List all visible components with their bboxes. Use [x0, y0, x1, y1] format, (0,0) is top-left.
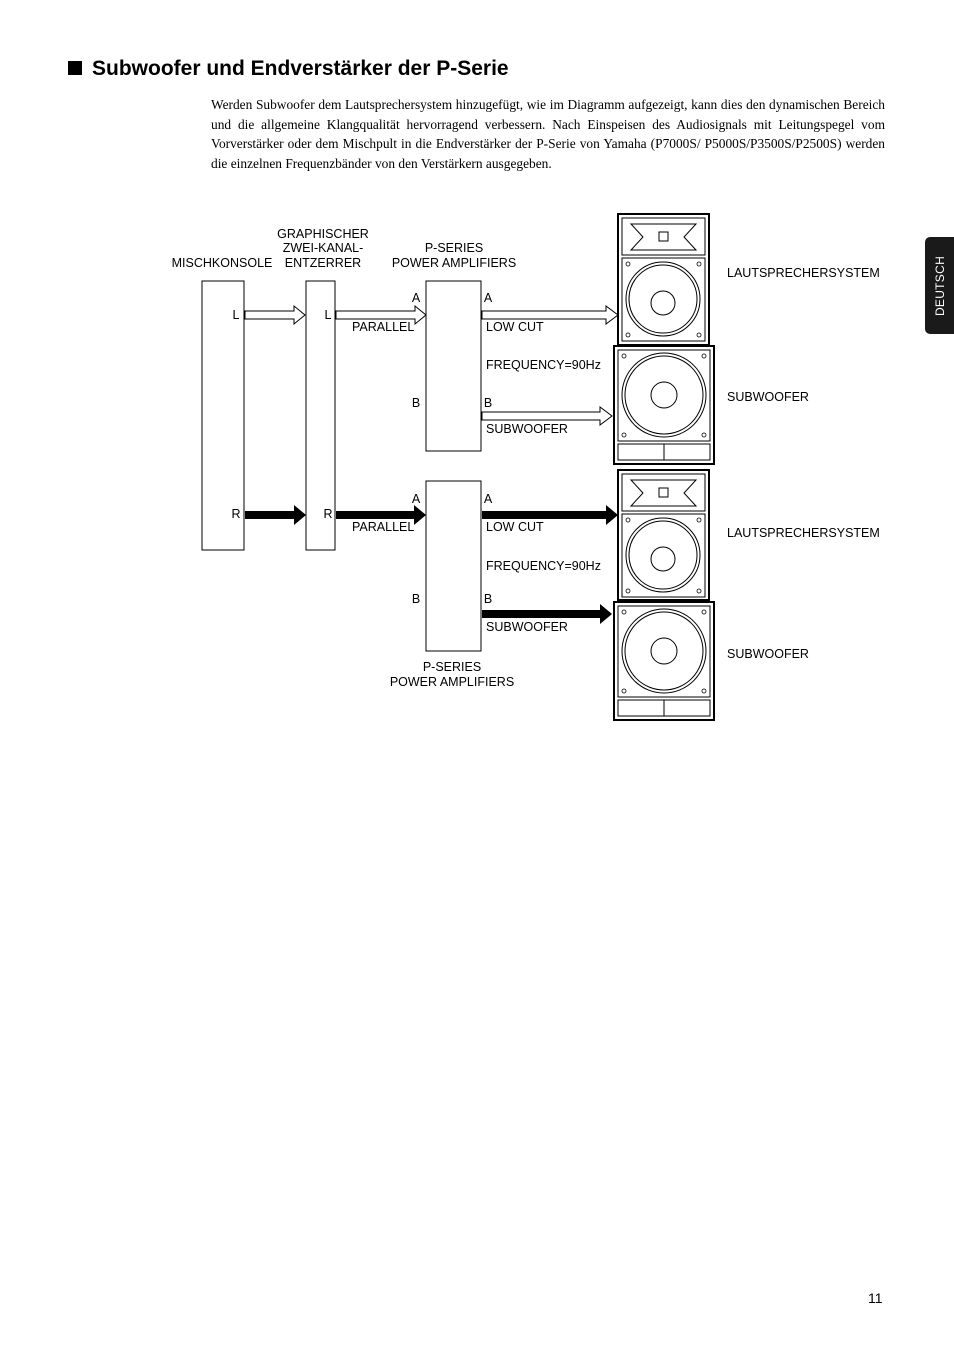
subwoofer-cone-icon [621, 608, 707, 694]
subwoofer-bottom-label: SUBWOOFER [727, 647, 809, 661]
arrow-eq-to-amp-right [336, 505, 426, 525]
amp-bottom-label-line2: POWER AMPLIFIERS [390, 675, 514, 689]
amp-top-label-line1: P-SERIES [425, 241, 483, 255]
eq-label-line3: ENTZERRER [285, 256, 361, 270]
subwoofer-cone-icon [621, 352, 707, 438]
mixer-label: MISCHKONSOLE [172, 256, 273, 270]
amp-top-frequency-label: FREQUENCY=90Hz [486, 358, 601, 372]
amp-top-low-cut-label: LOW CUT [486, 320, 544, 334]
speaker-system-bottom-label: LAUTSPRECHERSYSTEM [727, 526, 880, 540]
page-number: 11 [868, 1290, 883, 1306]
arrow-mixer-to-eq-right [245, 505, 306, 525]
eq-channel-l: L [325, 308, 332, 322]
subwoofer-top-label: SUBWOOFER [727, 390, 809, 404]
arrow-eq-to-amp-left [335, 304, 427, 326]
amp-bottom-frequency-label: FREQUENCY=90Hz [486, 559, 601, 573]
amp-bottom-output-a: A [484, 492, 493, 506]
heading-bullet-icon [68, 61, 82, 75]
eq-label-line2: ZWEI-KANAL- [283, 241, 364, 255]
arrow-amp-to-speaker-left [481, 305, 619, 325]
mixer-channel-l: L [233, 308, 240, 322]
amp-bottom-output-b: B [484, 592, 492, 606]
amp-top-subwoofer-label: SUBWOOFER [486, 422, 568, 436]
speaker-system-top-label: LAUTSPRECHERSYSTEM [727, 266, 880, 280]
amp-top-output-a: A [484, 291, 493, 305]
equalizer-box [305, 280, 336, 551]
amplifier-bottom-box [425, 480, 482, 652]
arrow-amp-to-subwoofer-left [481, 406, 613, 426]
amp-bottom-input-a: A [412, 492, 421, 506]
eq-label-line1: GRAPHISCHER [277, 227, 369, 241]
amp-bottom-label-line1: P-SERIES [423, 660, 481, 674]
amp-bottom-input-b: B [412, 592, 420, 606]
amp-top-output-b: B [484, 396, 492, 410]
amp-top-parallel-label: PARALLEL [352, 320, 414, 334]
language-tab: DEUTSCH [925, 237, 954, 334]
arrow-amp-to-subwoofer-right [482, 604, 612, 624]
arrow-mixer-to-eq-left [244, 304, 306, 326]
amp-top-input-a: A [412, 291, 421, 305]
mixer-console-box [201, 280, 245, 551]
subwoofer-cabinet-bottom [613, 601, 715, 721]
page-title: Subwoofer und Endverstärker der P-Serie [68, 57, 509, 81]
arrow-amp-to-speaker-right [482, 505, 618, 525]
amp-top-input-b: B [412, 396, 420, 410]
speaker-cabinet-bottom-right [617, 469, 710, 601]
amp-bottom-low-cut-label: LOW CUT [486, 520, 544, 534]
amp-top-label-line2: POWER AMPLIFIERS [392, 256, 516, 270]
speaker-cabinet-top-left [617, 213, 710, 346]
mixer-channel-r: R [231, 507, 240, 521]
page-title-text: Subwoofer und Endverstärker der P-Serie [92, 57, 509, 80]
amp-bottom-parallel-label: PARALLEL [352, 520, 414, 534]
woofer-icon [625, 517, 701, 593]
body-paragraph: Werden Subwoofer dem Lautsprechersystem … [211, 97, 885, 171]
eq-channel-r: R [323, 507, 332, 521]
woofer-icon [625, 261, 701, 337]
amplifier-top-box [425, 280, 482, 452]
subwoofer-cabinet-top [613, 345, 715, 465]
amp-bottom-subwoofer-label: SUBWOOFER [486, 620, 568, 634]
